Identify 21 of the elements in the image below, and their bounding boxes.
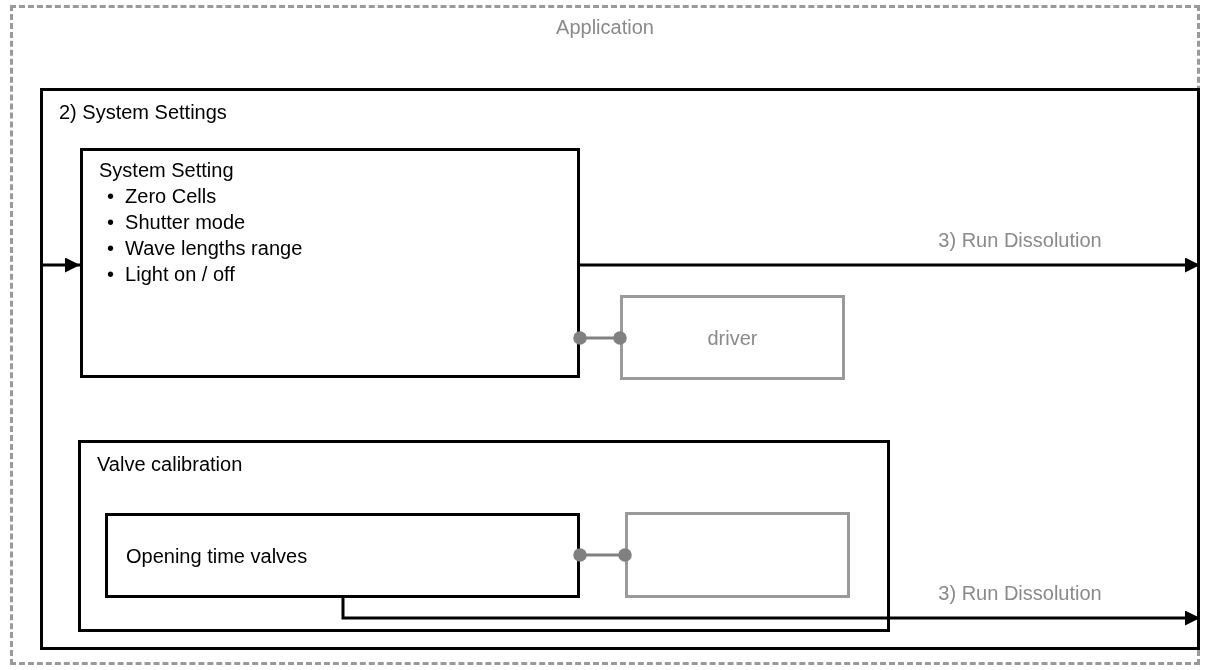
bullet-item: • Wave lengths range (106, 236, 303, 261)
bullet-item: • Shutter mode (106, 210, 246, 235)
bullet-item: • Zero Cells (106, 184, 217, 209)
bullet-item: • Light on / off (106, 262, 235, 287)
group-box (40, 88, 1200, 650)
box-heading: 2) System Settings (59, 100, 227, 125)
box-heading: System Setting (99, 158, 234, 183)
box-heading: Valve calibration (97, 452, 243, 477)
group-box (78, 440, 890, 632)
arrow (341, 598, 1200, 626)
connector-line (573, 548, 632, 562)
connector-line (573, 331, 627, 345)
box-heading: Application (556, 15, 654, 40)
settings-box (80, 148, 580, 378)
driver-box (620, 295, 845, 380)
arrow (40, 257, 80, 273)
process-box (105, 513, 580, 598)
driver-box (625, 512, 850, 598)
arrow (580, 257, 1200, 273)
box-label: Opening time valves (126, 543, 308, 569)
box-label: driver (707, 325, 758, 351)
